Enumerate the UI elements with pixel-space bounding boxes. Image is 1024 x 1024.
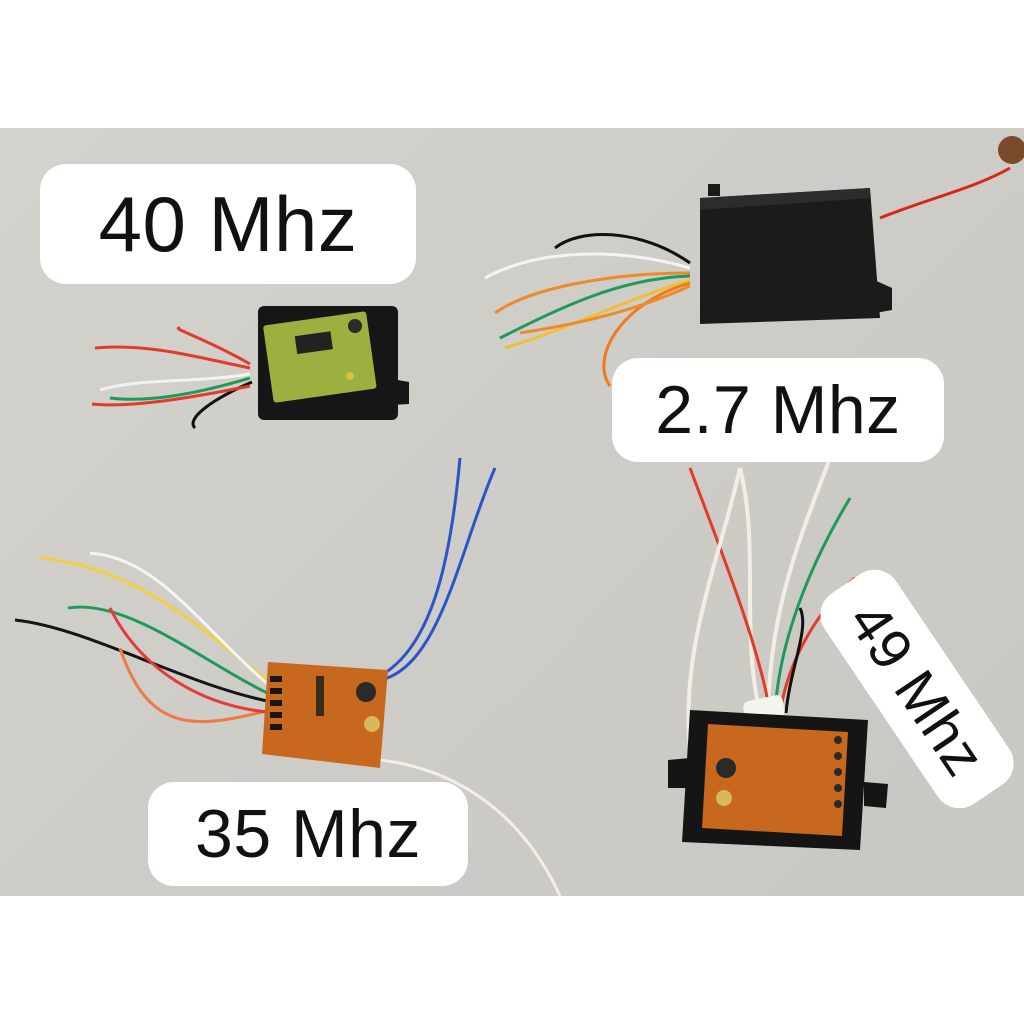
module-49mhz	[668, 457, 888, 850]
label-2-7mhz: 2.7 Mhz	[612, 358, 944, 462]
module-40mhz	[91, 306, 409, 430]
module-35mhz	[14, 457, 562, 896]
photo-area	[0, 128, 1024, 896]
module-27mhz	[484, 136, 1024, 387]
label-40mhz: 40 Mhz	[40, 164, 416, 284]
receiver-modules-illustration	[14, 136, 1024, 896]
label-35mhz: 35 Mhz	[148, 782, 468, 886]
